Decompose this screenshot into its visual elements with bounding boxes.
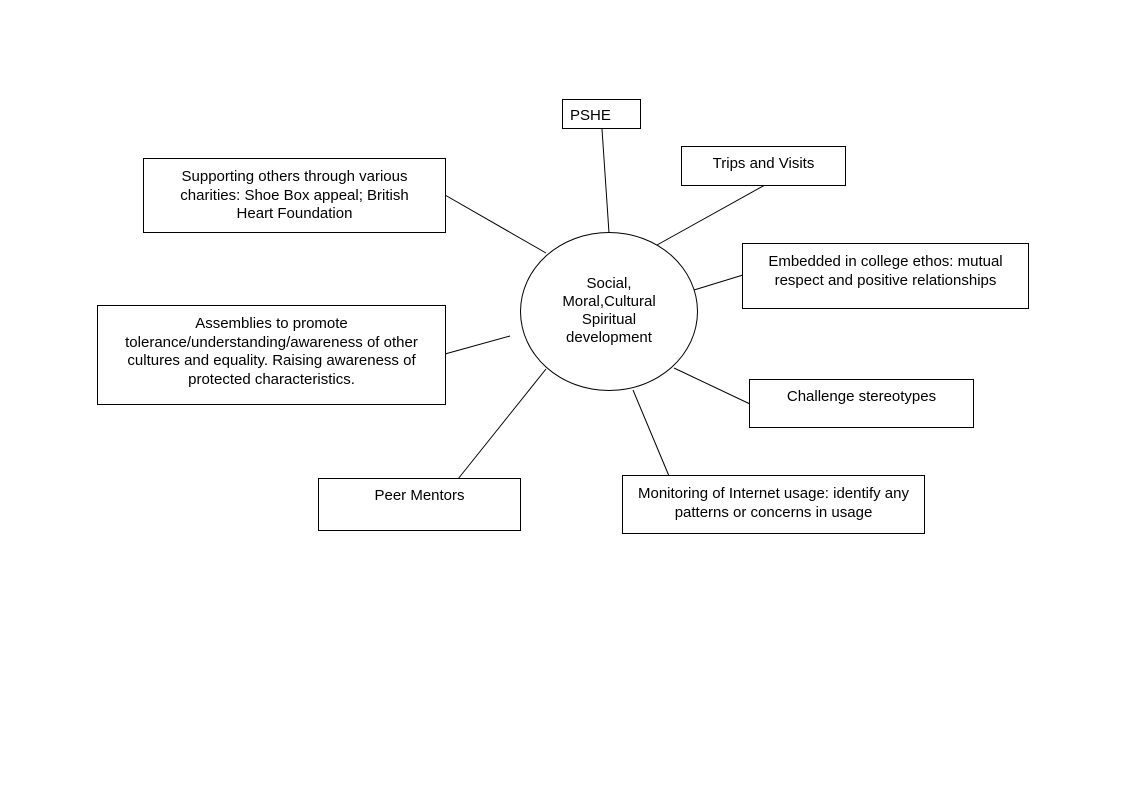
connector-ethos	[693, 274, 744, 291]
node-peer-mentors: Peer Mentors	[318, 478, 521, 531]
node-assemblies-label: Assemblies to promote tolerance/understa…	[125, 315, 418, 388]
node-trips-label: Trips and Visits	[712, 155, 815, 172]
connector-charities	[444, 194, 547, 254]
node-charities-label: Supporting others through various charit…	[180, 168, 409, 222]
node-college-ethos: Embedded in college ethos: mutual respec…	[742, 243, 1029, 309]
connector-trips	[656, 184, 766, 246]
node-internet-monitoring: Monitoring of Internet usage: identify a…	[622, 475, 925, 534]
node-stereotypes-label: Challenge stereotypes	[786, 388, 937, 405]
node-challenge-stereotypes: Challenge stereotypes	[749, 379, 974, 428]
connector-internet	[632, 389, 670, 477]
node-trips-and-visits: Trips and Visits	[681, 146, 846, 186]
node-internet-label: Monitoring of Internet usage: identify a…	[638, 485, 909, 521]
node-ethos-label: Embedded in college ethos: mutual respec…	[768, 253, 1003, 289]
connector-peer	[457, 368, 547, 480]
central-hub: Social, Moral,Cultural Spiritual develop…	[520, 232, 698, 391]
node-peer-label: Peer Mentors	[374, 487, 465, 504]
node-assemblies: Assemblies to promote tolerance/understa…	[97, 305, 446, 405]
connector-stereotypes	[673, 367, 751, 405]
central-hub-label: Social, Moral,Cultural Spiritual develop…	[562, 274, 656, 346]
connector-pshe	[601, 128, 610, 234]
node-pshe-label: PSHE	[570, 107, 611, 124]
node-pshe: PSHE	[562, 99, 641, 129]
connector-assemblies	[444, 335, 511, 355]
node-charities: Supporting others through various charit…	[143, 158, 446, 233]
